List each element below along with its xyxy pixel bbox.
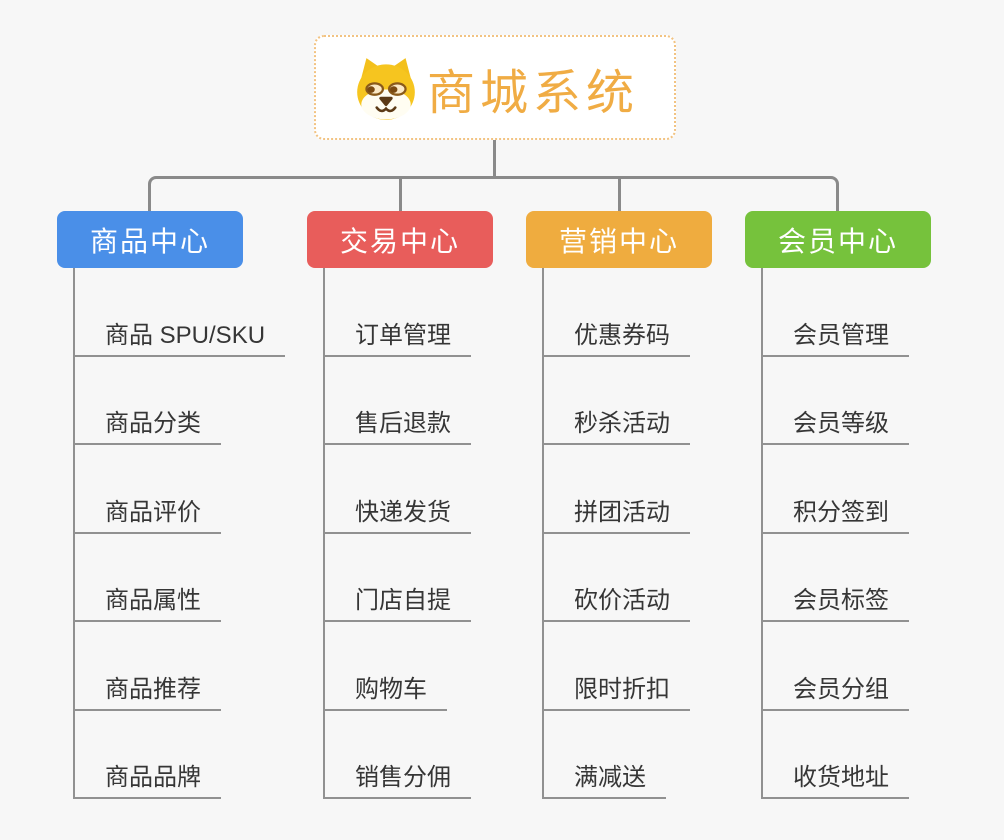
branch-item[interactable]: 会员等级 (763, 357, 909, 445)
branch-drop-line-trade-center (398, 176, 402, 211)
root-title: 商城系统 (426, 66, 639, 120)
branch-header-trade-center[interactable]: 交易中心 (307, 211, 493, 268)
branch-item[interactable]: 满减送 (544, 711, 666, 799)
branch-connector-bus (148, 176, 839, 211)
branch-item[interactable]: 会员分组 (763, 622, 909, 711)
branch-item[interactable]: 订单管理 (325, 268, 471, 357)
branch-header-product-center[interactable]: 商品中心 (57, 211, 243, 268)
branch-item[interactable]: 销售分佣 (325, 711, 471, 799)
branch-item[interactable]: 商品推荐 (75, 622, 221, 711)
branch-item[interactable]: 优惠券码 (544, 268, 690, 357)
branch-column-trade-center: 订单管理售后退款快递发货门店自提购物车销售分佣 (323, 268, 471, 799)
branch-column-member-center: 会员管理会员等级积分签到会员标签会员分组收货地址 (761, 268, 909, 799)
root-node[interactable]: 商城系统 (314, 35, 676, 140)
branch-item[interactable]: 积分签到 (763, 445, 909, 534)
branch-item[interactable]: 收货地址 (763, 711, 909, 799)
branch-item[interactable]: 商品属性 (75, 534, 221, 622)
branch-item[interactable]: 门店自提 (325, 534, 471, 622)
branch-drop-line-marketing-center (617, 176, 621, 211)
branch-item[interactable]: 拼团活动 (544, 445, 690, 534)
branch-item[interactable]: 商品 SPU/SKU (75, 268, 286, 357)
branch-item[interactable]: 砍价活动 (544, 534, 690, 622)
branch-item[interactable]: 会员标签 (763, 534, 909, 622)
branch-item[interactable]: 商品分类 (75, 357, 221, 445)
branch-item[interactable]: 商品评价 (75, 445, 221, 534)
branch-item[interactable]: 商品品牌 (75, 711, 221, 799)
branch-header-member-center[interactable]: 会员中心 (745, 211, 931, 268)
branch-item[interactable]: 售后退款 (325, 357, 471, 445)
branch-item[interactable]: 限时折扣 (544, 622, 690, 711)
branch-column-marketing-center: 优惠券码秒杀活动拼团活动砍价活动限时折扣满减送 (542, 268, 690, 799)
dog-face-icon (351, 55, 421, 121)
branch-item[interactable]: 购物车 (325, 622, 447, 711)
branch-item[interactable]: 快递发货 (325, 445, 471, 534)
branch-item[interactable]: 秒杀活动 (544, 357, 690, 445)
branch-header-marketing-center[interactable]: 营销中心 (526, 211, 712, 268)
branch-item[interactable]: 会员管理 (763, 268, 909, 357)
root-connector-line (493, 140, 496, 178)
